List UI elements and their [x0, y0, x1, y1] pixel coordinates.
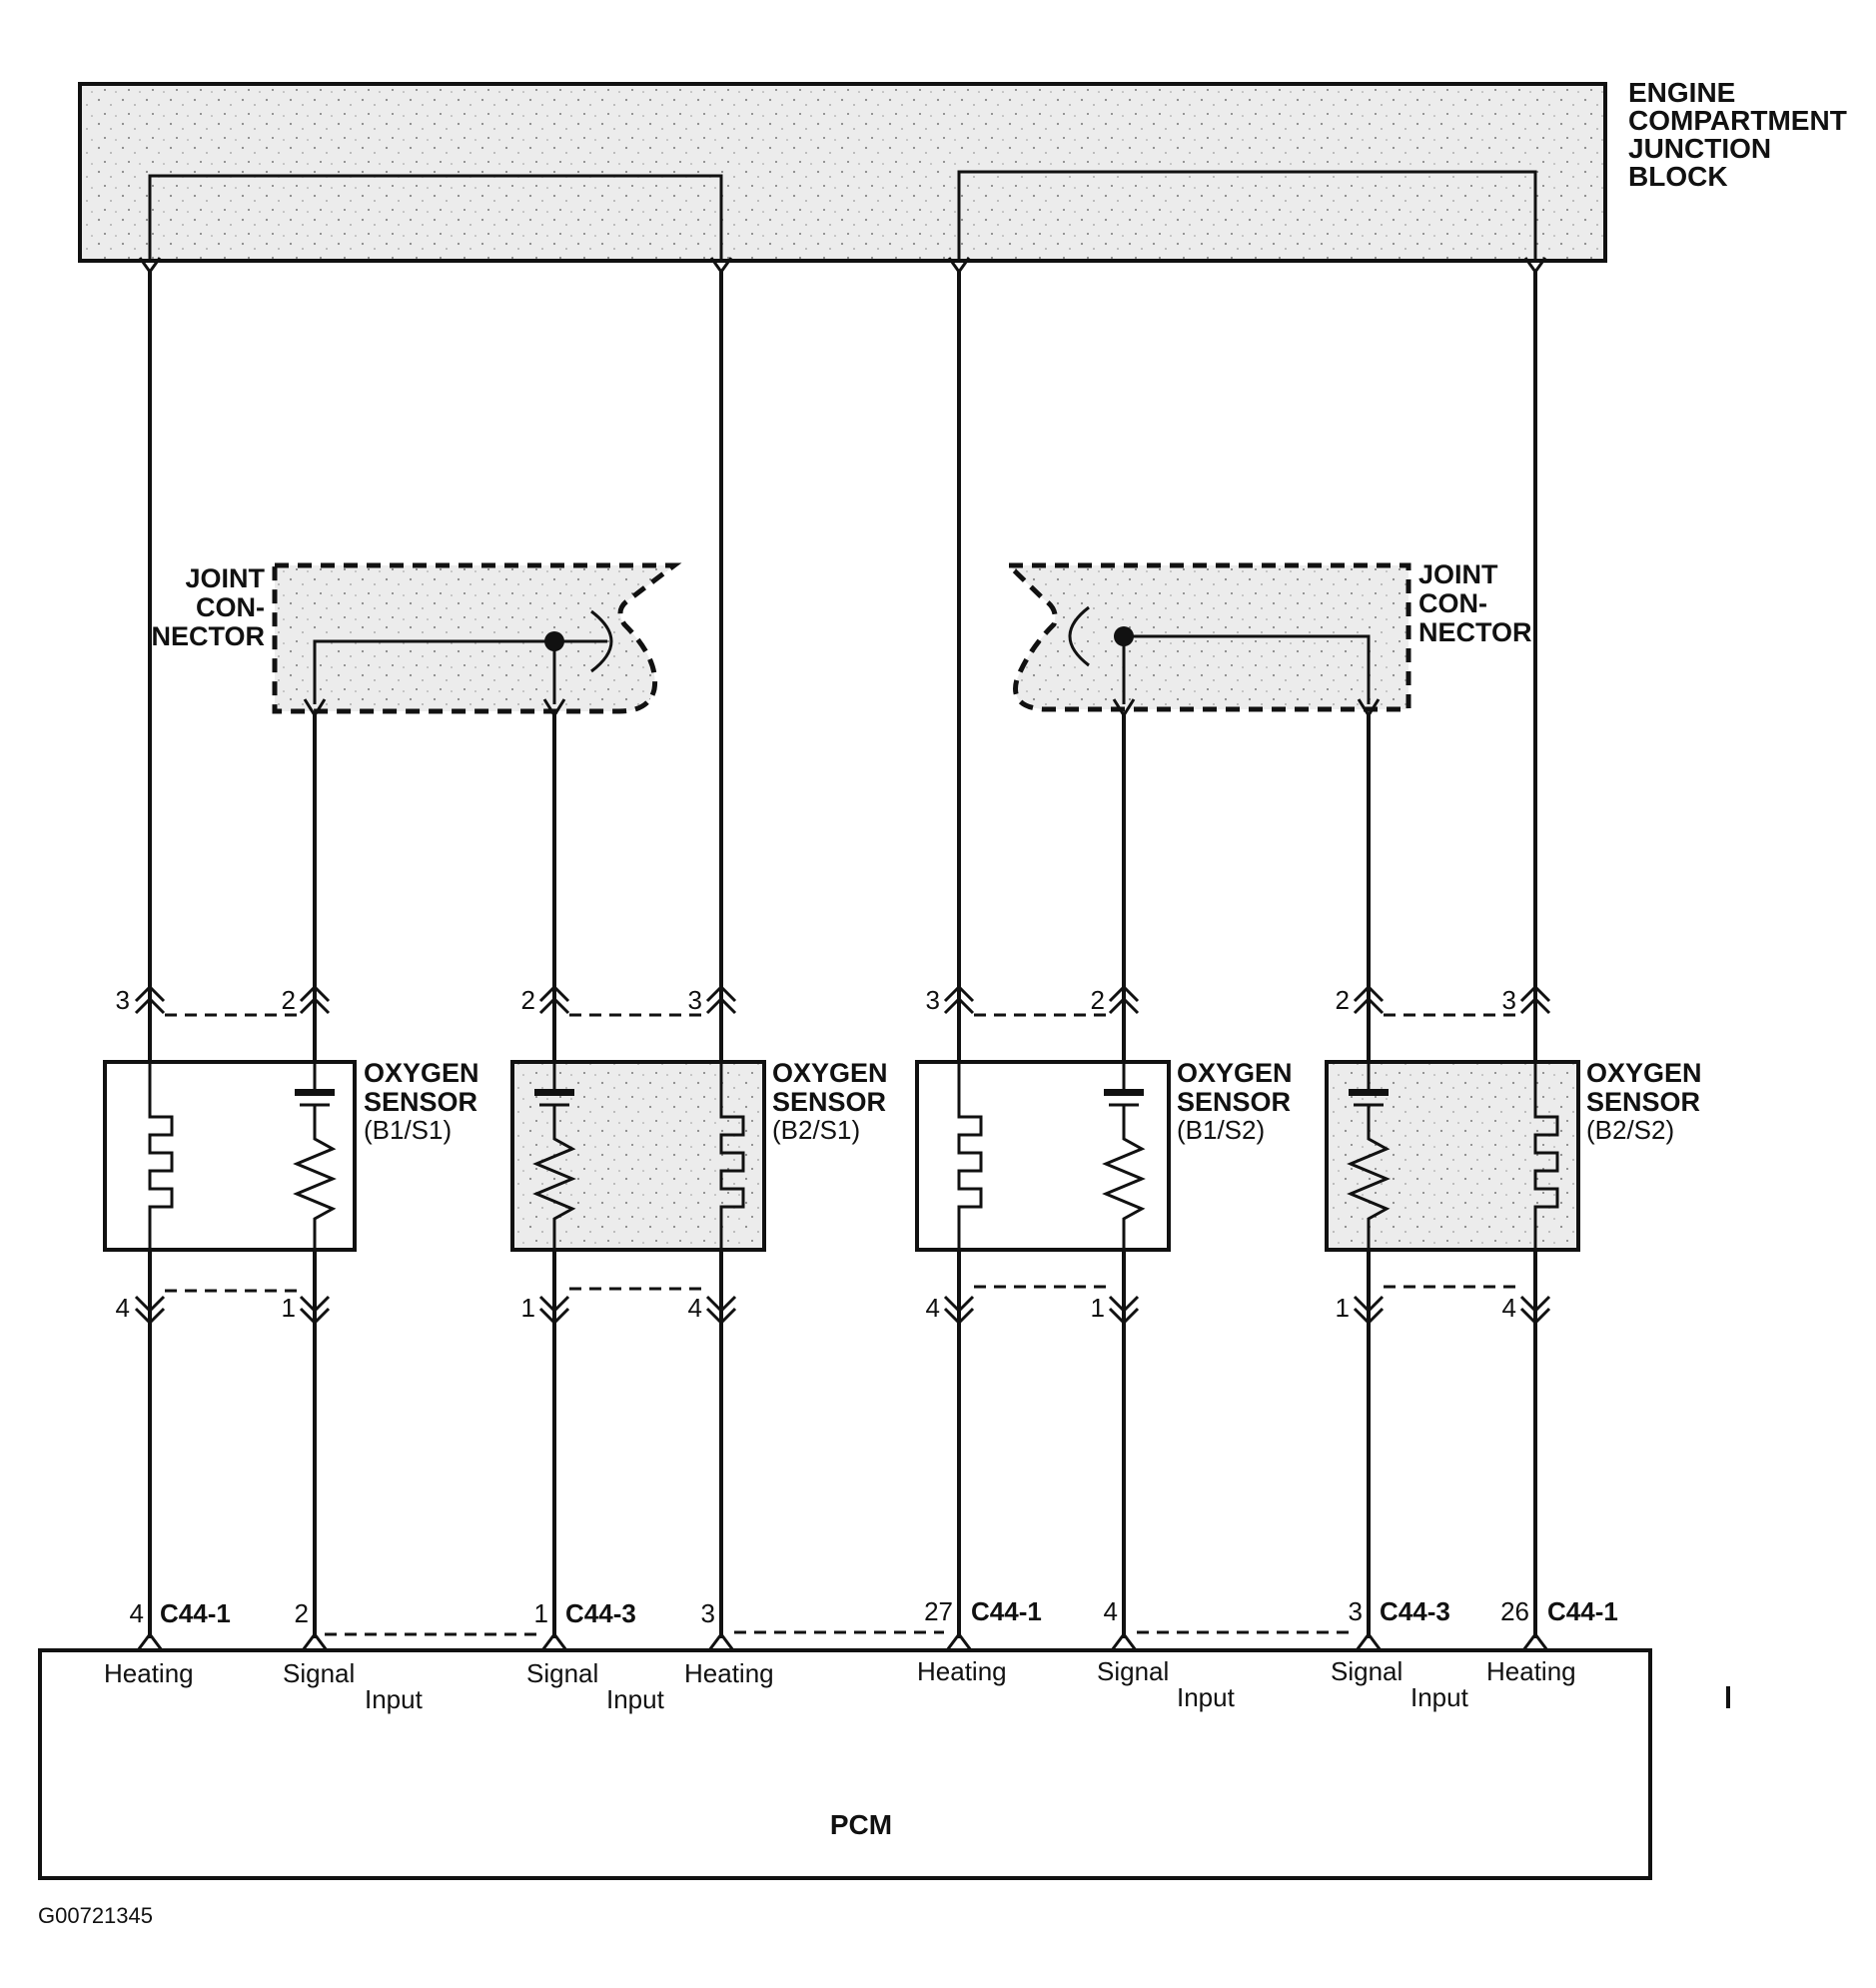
svg-text:OXYGEN: OXYGEN: [1586, 1058, 1702, 1088]
oxygen-sensor-b2-s2: [1325, 1060, 1580, 1252]
svg-text:Input: Input: [1177, 1682, 1236, 1712]
joint-connector-left-label: JOINT CON- NECTOR: [151, 563, 265, 651]
svg-text:JOINT: JOINT: [1418, 559, 1498, 589]
svg-text:ENGINE: ENGINE: [1628, 77, 1735, 108]
svg-text:C44-3: C44-3: [1380, 1596, 1450, 1626]
svg-text:26: 26: [1500, 1596, 1529, 1626]
svg-text:4: 4: [116, 1293, 130, 1323]
svg-text:4: 4: [1502, 1293, 1516, 1323]
svg-text:27: 27: [924, 1596, 953, 1626]
svg-text:C44-3: C44-3: [565, 1598, 636, 1628]
svg-text:4: 4: [1104, 1596, 1118, 1626]
svg-text:Input: Input: [365, 1684, 424, 1714]
svg-text:(B1/S1): (B1/S1): [364, 1115, 452, 1145]
svg-text:2: 2: [521, 985, 535, 1015]
svg-text:1: 1: [534, 1598, 548, 1628]
oxygen-sensor-b1-s2-label: OXYGEN SENSOR (B1/S2): [1177, 1058, 1293, 1145]
svg-text:SENSOR: SENSOR: [364, 1087, 477, 1117]
oxygen-sensor-b2-s1-label: OXYGEN SENSOR (B2/S1): [772, 1058, 888, 1145]
svg-text:SENSOR: SENSOR: [1177, 1087, 1291, 1117]
junction-block-label: ENGINE COMPARTMENT JUNCTION BLOCK: [1628, 77, 1847, 192]
svg-text:NECTOR: NECTOR: [1418, 617, 1532, 647]
pcm-pin-labels: 4 C44-1 2 1 C44-3 3 27 C44-1 4 3 C44-3 2…: [130, 1596, 1618, 1628]
svg-text:Heating: Heating: [1486, 1656, 1576, 1686]
sensor-cell-icon: [293, 1062, 337, 1250]
svg-text:CON-: CON-: [196, 592, 265, 622]
svg-text:(B2/S2): (B2/S2): [1586, 1115, 1674, 1145]
svg-text:SENSOR: SENSOR: [1586, 1087, 1700, 1117]
svg-text:Input: Input: [1410, 1682, 1469, 1712]
svg-text:Signal: Signal: [1097, 1656, 1169, 1686]
svg-text:SENSOR: SENSOR: [772, 1087, 886, 1117]
svg-text:Signal: Signal: [283, 1658, 355, 1688]
svg-text:OXYGEN: OXYGEN: [772, 1058, 888, 1088]
svg-text:4: 4: [688, 1293, 702, 1323]
svg-text:Signal: Signal: [1331, 1656, 1403, 1686]
svg-text:JUNCTION: JUNCTION: [1628, 133, 1771, 164]
oxygen-sensor-b2-s2-label: OXYGEN SENSOR (B2/S2): [1586, 1058, 1702, 1145]
svg-text:3: 3: [701, 1598, 715, 1628]
svg-text:BLOCK: BLOCK: [1628, 161, 1728, 192]
svg-text:Input: Input: [606, 1684, 665, 1714]
svg-text:JOINT: JOINT: [185, 563, 265, 593]
joint-connector-right: [1002, 562, 1411, 718]
svg-text:(B1/S2): (B1/S2): [1177, 1115, 1265, 1145]
sensor-pin-numbers: 3 2 4 1 2 3 1 4 3 2 4 1 2 3 1 4: [116, 985, 1516, 1323]
svg-text:2: 2: [282, 985, 296, 1015]
svg-text:2: 2: [1091, 985, 1105, 1015]
svg-text:3: 3: [1502, 985, 1516, 1015]
svg-text:3: 3: [1349, 1596, 1363, 1626]
svg-text:1: 1: [521, 1293, 535, 1323]
oxygen-sensor-b1-s1: [103, 1060, 357, 1252]
oxygen-sensor-b2-s1: [510, 1060, 766, 1252]
oxygen-sensor-b1-s2: [915, 1060, 1171, 1252]
wires: [148, 272, 1537, 1638]
heater-element-icon: [1533, 1062, 1559, 1250]
svg-text:Heating: Heating: [684, 1658, 774, 1688]
svg-text:2: 2: [1336, 985, 1350, 1015]
sensor-cell-icon: [1102, 1062, 1146, 1250]
heater-element-icon: [148, 1062, 174, 1250]
svg-text:C44-1: C44-1: [160, 1598, 231, 1628]
pcm-label: PCM: [830, 1809, 892, 1840]
svg-text:1: 1: [1336, 1293, 1350, 1323]
svg-text:3: 3: [116, 985, 130, 1015]
heater-element-icon: [719, 1062, 745, 1250]
svg-text:1: 1: [1091, 1293, 1105, 1323]
pcm-terminal-labels: Heating Signal Input Signal Input Heatin…: [104, 1656, 1576, 1714]
pcm-module: [38, 1648, 1730, 1880]
oxygen-sensor-b1-s1-label: OXYGEN SENSOR (B1/S1): [364, 1058, 479, 1145]
svg-text:4: 4: [130, 1598, 144, 1628]
svg-text:Heating: Heating: [917, 1656, 1007, 1686]
figure-id: G00721345: [38, 1903, 153, 1928]
svg-text:3: 3: [688, 985, 702, 1015]
svg-text:C44-1: C44-1: [971, 1596, 1042, 1626]
joint-connector-right-label: JOINT CON- NECTOR: [1418, 559, 1532, 647]
joint-connector-left: [272, 562, 682, 718]
svg-text:2: 2: [295, 1598, 309, 1628]
svg-text:1: 1: [282, 1293, 296, 1323]
svg-text:CON-: CON-: [1418, 588, 1487, 618]
svg-text:COMPARTMENT: COMPARTMENT: [1628, 105, 1847, 136]
sensor-cell-icon: [1347, 1062, 1391, 1250]
svg-text:Heating: Heating: [104, 1658, 194, 1688]
pcm-connector-arrows: [136, 1630, 1549, 1651]
svg-text:C44-1: C44-1: [1547, 1596, 1618, 1626]
engine-compartment-junction-block: [78, 82, 1607, 275]
svg-text:Signal: Signal: [526, 1658, 598, 1688]
svg-text:OXYGEN: OXYGEN: [1177, 1058, 1293, 1088]
sensor-cell-icon: [532, 1062, 576, 1250]
heater-element-icon: [957, 1062, 983, 1250]
svg-text:4: 4: [926, 1293, 940, 1323]
svg-text:OXYGEN: OXYGEN: [364, 1058, 479, 1088]
svg-text:3: 3: [926, 985, 940, 1015]
svg-text:NECTOR: NECTOR: [151, 621, 265, 651]
sensor-connector-chevrons: [134, 984, 1551, 1326]
svg-text:(B2/S1): (B2/S1): [772, 1115, 860, 1145]
